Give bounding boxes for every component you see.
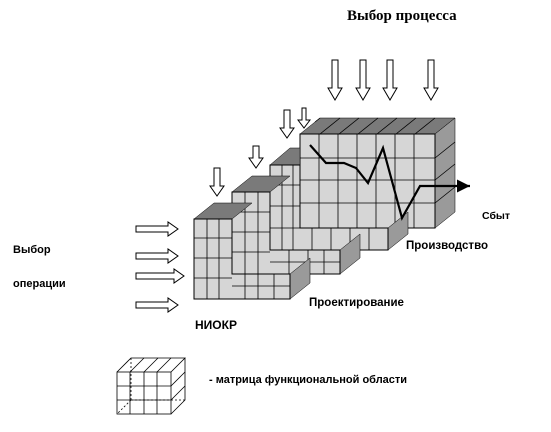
right-arrow-icon [135,297,179,313]
design-matrix-block [231,175,361,275]
niokr-block-grid [194,219,290,299]
down-arrow-icon [327,59,343,101]
down-arrow-icon [209,167,225,197]
sales-block-grid [300,117,456,228]
operation-selection-label-line1: Выбор [13,244,51,256]
legend-text: - матрица функциональной области [209,374,408,386]
operation-selection-label-line2: операции [13,278,66,290]
process-arrows-group [209,59,439,197]
sales-block-side [434,117,456,229]
legend-matrix-icon [116,357,186,415]
down-arrow-icon [248,145,264,169]
production-block-top [269,147,301,166]
down-arrow-icon [355,59,371,101]
down-arrow-icon [297,107,311,129]
production-matrix-block [269,147,409,251]
diagram-title: Выбор процесса [347,8,457,24]
niokr-block-front [193,218,291,300]
right-arrow-icon [135,268,185,284]
operation-arrows-group [135,221,185,313]
stage-label-design: Проектирование [309,297,404,309]
stage-label-production: Производство [406,240,489,252]
down-arrow-icon [279,109,295,139]
stage-label-niokr: НИОКР [195,318,237,332]
stage-label-sales: Сбыт [482,210,511,222]
right-arrow-icon [135,221,179,237]
right-arrow-icon [135,248,179,264]
down-arrow-icon [423,59,439,101]
niokr-matrix-block [193,202,311,300]
down-arrow-icon [382,59,398,101]
process-path-line [309,144,470,221]
sales-matrix-block [299,117,456,229]
